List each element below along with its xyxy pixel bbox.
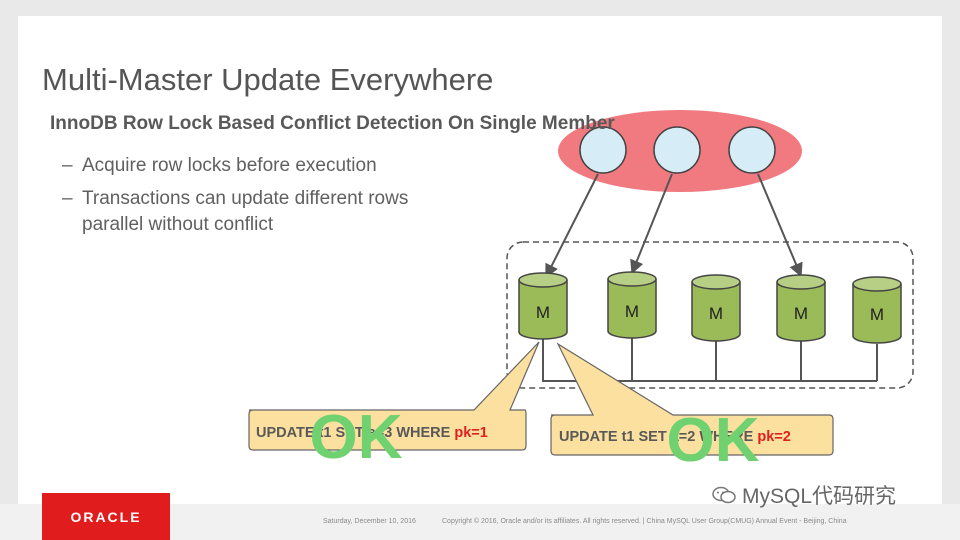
slide-subtitle: InnoDB Row Lock Based Conflict Detection… [50, 113, 615, 134]
bullet-item: –Acquire row locks before execution [62, 153, 377, 179]
bullet-text-continued: parallel without conflict [82, 214, 274, 235]
bullet-dash: – [62, 188, 73, 209]
query-callout-2: UPDATE t1 SET a=2 WHERE pk=2 [550, 342, 834, 456]
query-text-2: UPDATE t1 SET a=2 WHERE [559, 429, 757, 445]
bullet-text: Acquire row locks before execution [82, 155, 377, 176]
bullet-item: –Transactions can update different rows … [62, 186, 408, 238]
watermark: MySQL代码研究 [712, 480, 896, 510]
client-node [653, 126, 701, 174]
footer-date: Saturday, December 10, 2016 [323, 518, 416, 525]
member-bus [542, 338, 877, 382]
query-key-2: pk=2 [757, 429, 790, 445]
watermark-text: MySQL代码研究 [742, 485, 897, 508]
group-boundary [506, 241, 914, 389]
member-label: M [870, 305, 884, 324]
svg-text:UPDATE t1 SET a=3 WHERE pk=1: UPDATE t1 SET a=3 WHERE pk=1 [256, 425, 488, 441]
bullet-dash: – [62, 155, 73, 176]
member-node: M [518, 272, 568, 340]
ok-label-1: OK [310, 403, 403, 472]
member-label: M [709, 304, 723, 323]
client-node [728, 126, 776, 174]
wechat-icon [712, 486, 736, 504]
client-node [579, 126, 627, 174]
member-node: M [607, 271, 657, 339]
member-node: M [776, 274, 826, 342]
member-node: M [852, 276, 902, 344]
arrow [630, 173, 673, 275]
arrow [545, 173, 599, 279]
query-callout-1: UPDATE t1 SET a=3 WHERE pk=1 [248, 341, 540, 451]
arrow [757, 173, 803, 278]
oracle-logo: ORACLE [42, 493, 170, 540]
member-node: M [691, 274, 741, 342]
bullet-text: Transactions can update different rows [82, 188, 409, 209]
member-label: M [794, 304, 808, 323]
slide-title: Multi-Master Update Everywhere [42, 62, 494, 97]
svg-text:UPDATE t1 SET a=2 WHERE pk=2: UPDATE t1 SET a=2 WHERE pk=2 [559, 429, 791, 445]
query-text-1: UPDATE t1 SET a=3 WHERE [256, 425, 454, 441]
member-label: M [625, 302, 639, 321]
ok-label-2: OK [667, 406, 760, 475]
footer-copyright: Copyright © 2016, Oracle and/or its affi… [442, 518, 847, 525]
member-label: M [536, 303, 550, 322]
query-key-1: pk=1 [454, 425, 487, 441]
